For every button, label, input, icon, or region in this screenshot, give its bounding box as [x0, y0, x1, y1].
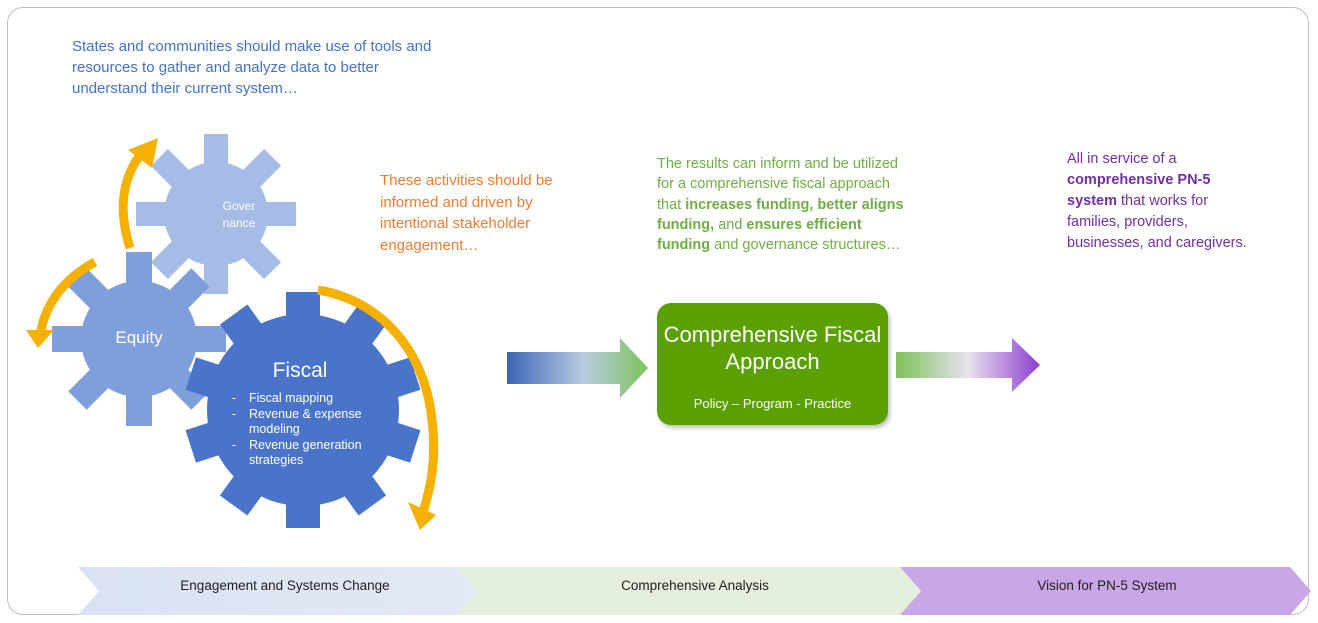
buildings-icon [1174, 288, 1256, 346]
curved-arrow-top-left [118, 152, 144, 250]
fiscal-item: Revenue generation strategies [232, 438, 402, 469]
curved-arrow-left [35, 258, 98, 336]
results-text-part3: and governance structures… [710, 237, 901, 254]
vision-text-bold1: comprehensive PN-5 system [1067, 172, 1211, 209]
gear-governance-label: Gover nance [222, 199, 256, 230]
fiscal-item: Fiscal mapping [232, 391, 402, 407]
approach-title: Comprehensive Fiscal Approach [663, 322, 882, 374]
gear-fiscal-label: Fiscal [272, 359, 328, 382]
phase-label-engagement: Engagement and Systems Change [180, 578, 390, 593]
gear-governance [136, 134, 296, 294]
flow-arrow-to-vision [896, 338, 1040, 392]
phase-label-analysis: Comprehensive Analysis [621, 578, 769, 593]
phase-chevron-vision [900, 567, 1311, 615]
phase-chevron-analysis [457, 567, 921, 615]
flow-arrow-to-approach [507, 338, 648, 398]
arrowhead-left [26, 330, 54, 348]
stakeholder-text: These activities should be informed and … [380, 172, 553, 254]
results-text-bold2: ensures efficient funding [657, 216, 862, 254]
comprehensive-fiscal-approach-box: Comprehensive Fiscal Approach Policy – P… [657, 303, 888, 425]
vision-text: All in service of a comprehensive PN-5 s… [1067, 149, 1262, 254]
family-icon [1081, 283, 1164, 350]
fiscal-item: Revenue & expense modeling [232, 407, 402, 438]
results-text-part2: and [714, 216, 747, 233]
cycle-arrows [35, 152, 439, 514]
vision-text-part1: All in service of a [1067, 151, 1177, 167]
house-icon [1083, 375, 1141, 426]
phase-chevron-engagement [78, 567, 478, 615]
fiscal-strategies-list: Fiscal mapping Revenue & expense modelin… [232, 391, 402, 469]
phase-label-vision: Vision for PN-5 System [1037, 578, 1177, 593]
results-text-bold1: increases funding, better aligns funding… [657, 196, 904, 233]
curved-arrow-right [317, 285, 439, 514]
intro-text: States and communities should make use o… [72, 38, 432, 97]
gear-equity-label: Equity [115, 328, 163, 347]
vision-text-part2: that works for families, providers, busi… [1067, 193, 1247, 251]
results-text: The results can inform and be utilized f… [657, 154, 907, 255]
gear-equity [52, 252, 226, 426]
results-text-part1: The results can inform and be utilized f… [657, 156, 898, 213]
arrowhead-top [128, 138, 158, 168]
arrowhead-bottom [408, 502, 436, 530]
approach-subtitle: Policy – Program - Practice [693, 396, 852, 411]
caregiver-stroller-icon [1196, 367, 1264, 429]
